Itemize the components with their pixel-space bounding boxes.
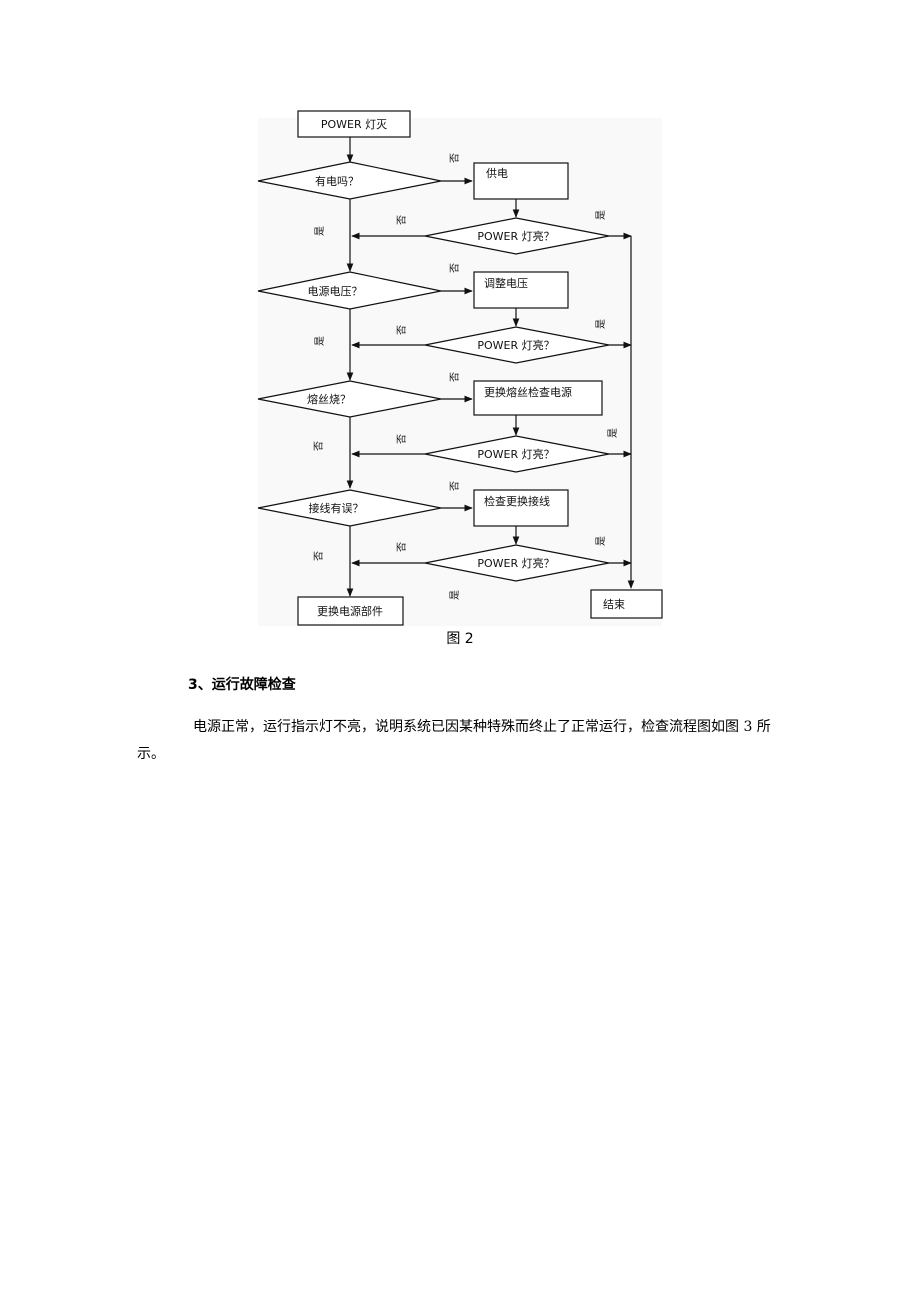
yes-label: 是 — [595, 536, 607, 546]
decision-2-text: 电源电压？ — [308, 284, 363, 298]
yes-label: 是 — [314, 226, 326, 236]
no-label: 否 — [449, 263, 461, 273]
flowchart-figure: POWER 灯灭 有电吗？ 电源电压？ 熔丝烧？ 接线有误？ 供电 调整电压 更… — [257, 110, 663, 626]
check-4-text: POWER 灯亮？ — [477, 556, 554, 570]
end-left-box — [297, 596, 404, 626]
yes-label: 是 — [595, 210, 607, 220]
no-label: 否 — [313, 441, 325, 451]
action-3-box — [473, 380, 603, 416]
action-2-text: 调整电压 — [484, 276, 528, 290]
decision-4-text: 接线有误？ — [309, 501, 364, 515]
start-text: POWER 灯灭 — [321, 118, 387, 131]
no-label: 否 — [396, 434, 408, 444]
no-label: 否 — [449, 481, 461, 491]
figure-background — [258, 118, 662, 626]
action-2-box — [473, 271, 569, 309]
end-right-box — [590, 589, 663, 619]
no-label: 否 — [396, 215, 408, 225]
action-1-box — [473, 162, 569, 200]
action-1-text: 供电 — [486, 166, 508, 180]
check-2-text: POWER 灯亮？ — [477, 338, 554, 352]
yes-label: 是 — [595, 319, 607, 329]
action-3-text: 更换熔丝检查电源 — [484, 385, 572, 399]
section-heading: 3、运行故障检查 — [188, 677, 296, 693]
yes-label: 是 — [314, 336, 326, 346]
yes-label: 是 — [449, 590, 461, 600]
decision-1-text: 有电吗？ — [315, 174, 359, 188]
end-left-text: 更换电源部件 — [317, 604, 383, 618]
figure-caption: 图 2 — [446, 631, 474, 647]
check-3-text: POWER 灯亮？ — [477, 447, 554, 461]
decision-3-text: 熔丝烧？ — [307, 392, 351, 406]
action-4-text: 检查更换接线 — [484, 494, 550, 508]
start-box — [297, 110, 411, 138]
action-4-box — [473, 489, 569, 527]
body-paragraph: 电源正常，运行指示灯不亮，说明系统已因某种特殊而终止了正常运行，检查流程图如图 … — [137, 719, 771, 762]
no-label: 否 — [396, 325, 408, 335]
yes-label: 是 — [607, 428, 619, 438]
no-label: 否 — [396, 542, 408, 552]
no-label: 否 — [449, 153, 461, 163]
no-label: 否 — [313, 551, 325, 561]
check-1-text: POWER 灯亮？ — [477, 229, 554, 243]
end-right-text: 结束 — [603, 598, 625, 611]
no-label: 否 — [449, 372, 461, 382]
